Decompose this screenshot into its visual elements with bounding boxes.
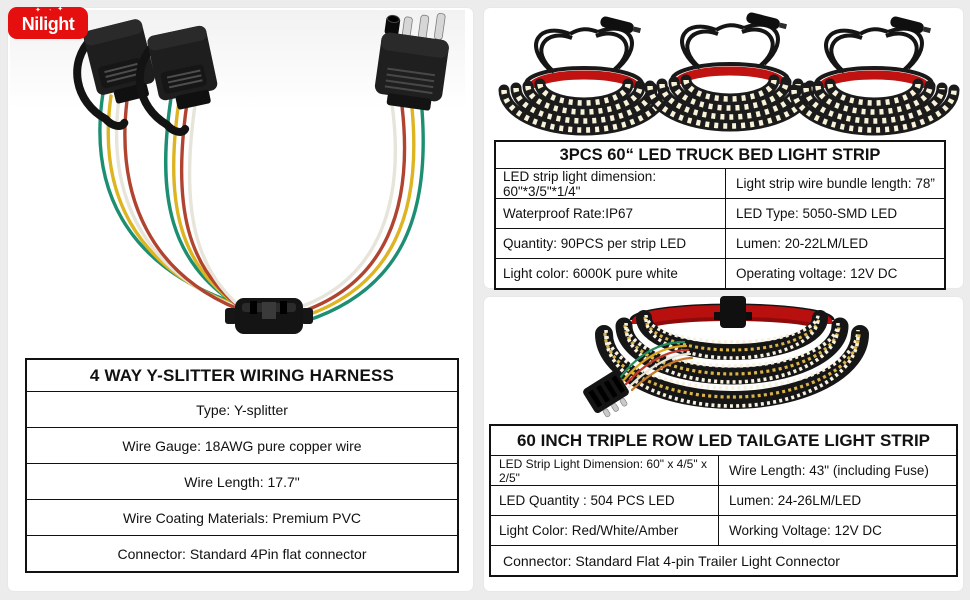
spec-cell: Type: Y-splitter bbox=[196, 401, 288, 418]
tailgate-wires bbox=[618, 340, 694, 392]
spec-row: Type: Y-splitter bbox=[27, 392, 457, 428]
spec-cell: Operating voltage: 12V DC bbox=[736, 266, 898, 281]
spec-row: Light color: 6000K pure white Operating … bbox=[496, 259, 944, 288]
brand-logo-text: Nilight bbox=[21, 13, 75, 34]
wire-bundle-middle bbox=[163, 96, 250, 315]
spec-cell: Lumen: 20-22LM/LED bbox=[736, 236, 869, 251]
truck-bed-strips-photo bbox=[488, 6, 960, 138]
spec-cell: Wire Coating Materials: Premium PVC bbox=[122, 509, 362, 526]
truckbed-table-title: 3PCS 60“ LED TRUCK BED LIGHT STRIP bbox=[496, 142, 944, 169]
tailgate-table-title: 60 INCH TRIPLE ROW LED TAILGATE LIGHT ST… bbox=[491, 426, 956, 456]
male-connector bbox=[374, 13, 449, 111]
spec-row: Light Color: Red/White/Amber Working Vol… bbox=[491, 516, 956, 546]
spec-cell: Lumen: 24-26LM/LED bbox=[729, 493, 862, 508]
spec-cell: Wire Gauge: 18AWG pure copper wire bbox=[122, 437, 362, 454]
wire-bundle-right bbox=[301, 102, 425, 323]
spec-row: Connector: Standard Flat 4-pin Trailer L… bbox=[491, 546, 956, 575]
spec-cell: Connector: Standard 4Pin flat connector bbox=[117, 545, 367, 562]
tailgate-spec-table: 60 INCH TRIPLE ROW LED TAILGATE LIGHT ST… bbox=[489, 424, 958, 577]
spec-row: Connector: Standard 4Pin flat connector bbox=[27, 536, 457, 571]
harness-spec-table: 4 WAY Y-SLITTER WIRING HARNESS Type: Y-s… bbox=[25, 358, 459, 573]
spec-cell: Quantity: 90PCS per strip LED bbox=[496, 229, 726, 258]
spec-row: LED strip light dimension: 60"*3/5"*1/4"… bbox=[496, 169, 944, 199]
spec-row: LED Strip Light Dimension: 60" x 4/5" x … bbox=[491, 456, 956, 486]
led-strip-coil-1 bbox=[504, 15, 664, 130]
spec-row: Wire Length: 17.7" bbox=[27, 464, 457, 500]
spec-cell: Wire Length: 43" (including Fuse) bbox=[729, 463, 929, 478]
wire-bundle-left bbox=[98, 91, 240, 311]
tailgate-4pin-connector bbox=[583, 371, 629, 418]
spec-cell: Light strip wire bundle length: 78” bbox=[736, 176, 935, 191]
spec-cell: Connector: Standard Flat 4-pin Trailer L… bbox=[503, 552, 840, 569]
spec-row: Wire Coating Materials: Premium PVC bbox=[27, 500, 457, 536]
harness-table-title: 4 WAY Y-SLITTER WIRING HARNESS bbox=[27, 360, 457, 392]
led-strip-coil-2 bbox=[650, 11, 810, 126]
brand-logo: Nilight bbox=[8, 5, 88, 39]
spec-cell: Light color: 6000K pure white bbox=[496, 259, 726, 288]
tailgate-strip-photo bbox=[583, 296, 869, 418]
spec-cell: LED strip light dimension: 60"*3/5"*1/4" bbox=[496, 169, 726, 199]
spec-cell: LED Strip Light Dimension: 60" x 4/5" x … bbox=[491, 456, 719, 485]
spec-cell: LED Type: 5050-SMD LED bbox=[736, 206, 898, 221]
truckbed-spec-table: 3PCS 60“ LED TRUCK BED LIGHT STRIP LED s… bbox=[494, 140, 946, 290]
led-strip-coil-3 bbox=[794, 15, 954, 130]
spec-row: LED Quantity : 504 PCS LED Lumen: 24-26L… bbox=[491, 486, 956, 516]
wiring-harness-photo bbox=[10, 10, 465, 334]
spec-row: Wire Gauge: 18AWG pure copper wire bbox=[27, 428, 457, 464]
tailgate-coil bbox=[595, 296, 869, 409]
spec-cell: LED Quantity : 504 PCS LED bbox=[491, 486, 719, 515]
spec-cell: Wire Length: 17.7" bbox=[184, 473, 300, 490]
spec-cell: Waterproof Rate:IP67 bbox=[496, 199, 726, 228]
spec-cell: Light Color: Red/White/Amber bbox=[491, 516, 719, 545]
spec-row: Quantity: 90PCS per strip LED Lumen: 20-… bbox=[496, 229, 944, 259]
spec-row: Waterproof Rate:IP67 LED Type: 5050-SMD … bbox=[496, 199, 944, 229]
junction-box bbox=[225, 298, 313, 334]
spec-cell: Working Voltage: 12V DC bbox=[729, 523, 882, 538]
